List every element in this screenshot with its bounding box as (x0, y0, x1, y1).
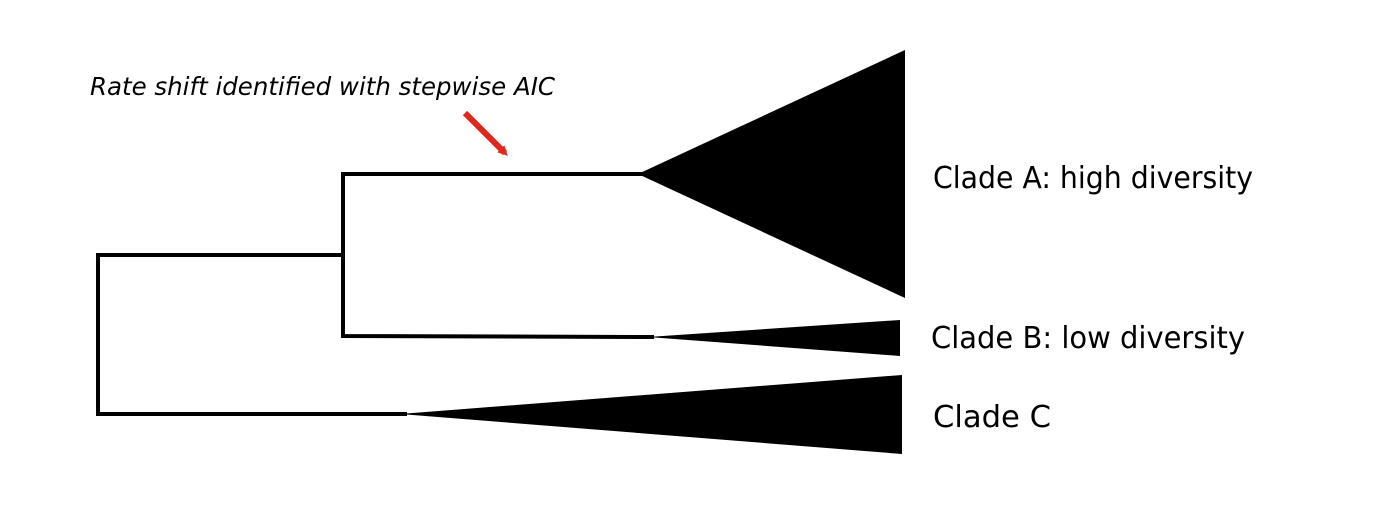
rate-shift-arrow-icon (462, 110, 508, 156)
clade-b-triangle (648, 320, 900, 356)
rate-shift-annotation: Rate shift identified with stepwise AIC (90, 72, 556, 101)
root-branch (96, 253, 407, 416)
ab-branch (341, 172, 655, 340)
clade-a-triangle (638, 50, 905, 298)
clade-c-label: Clade C (933, 400, 1051, 435)
clade-c-triangle (400, 375, 902, 454)
clade-b-label: Clade B: low diversity (931, 321, 1245, 356)
clade-a-label: Clade A: high diversity (933, 161, 1253, 196)
